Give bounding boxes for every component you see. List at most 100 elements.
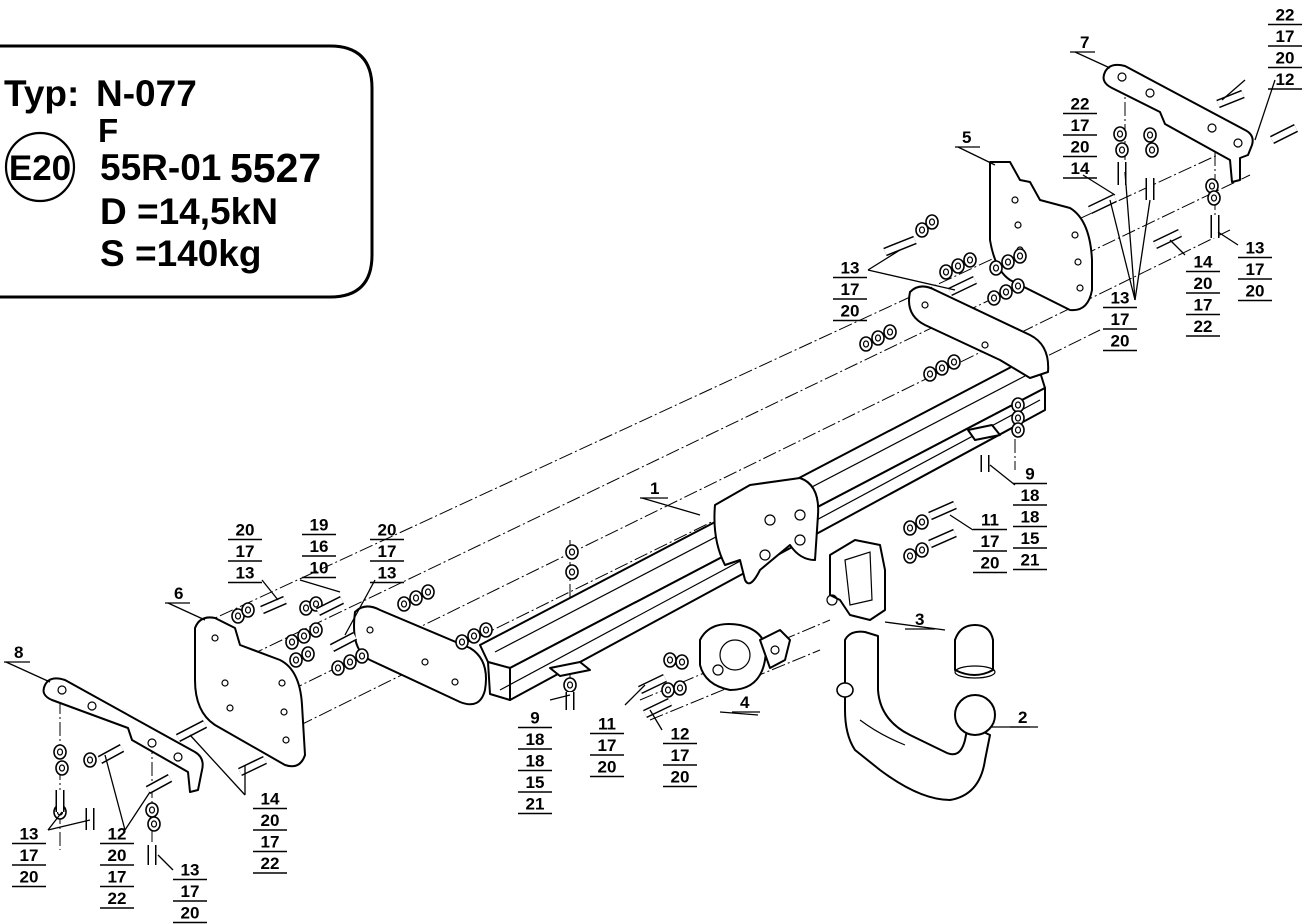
nut-washer-icon (309, 622, 323, 638)
right-bracket (1102, 63, 1254, 183)
callout-value: 20 (378, 521, 397, 540)
nut-washer-icon (297, 628, 311, 644)
approval-number: 55R-01 (100, 147, 221, 188)
callout-value: 22 (261, 854, 280, 873)
nut-washer-icon (1115, 142, 1129, 158)
callout-value: 17 (1194, 296, 1213, 315)
nut-washer-icon (1011, 278, 1025, 294)
callout-value: 14 (1194, 253, 1213, 272)
callout-value: 17 (841, 280, 860, 299)
callout-value: 19 (310, 516, 329, 535)
callout-value: 20 (1246, 282, 1265, 301)
callout-value: 22 (1194, 317, 1213, 336)
nut-washer-icon (673, 680, 687, 696)
nut-washer-icon (1145, 142, 1159, 158)
nut-washer-icon (421, 584, 435, 600)
nut-washer-icon (289, 652, 303, 668)
callout-value: 17 (598, 736, 617, 755)
s-value: S =140kg (100, 233, 261, 274)
nut-washer-icon (1207, 190, 1221, 206)
callout-value: 13 (841, 259, 860, 278)
callout-value: 13 (378, 564, 397, 583)
nut-washer-icon (301, 646, 315, 662)
callout-value: 17 (1071, 116, 1090, 135)
nut-washer-icon (565, 544, 579, 560)
nut-washer-icon (467, 628, 481, 644)
part-label-3: 3 (915, 610, 924, 629)
nut-washer-icon (409, 590, 423, 606)
callout-value: 20 (236, 521, 255, 540)
callout-value: 18 (526, 752, 545, 771)
callout-value: 21 (1021, 551, 1040, 570)
type-value: N-077 (96, 73, 197, 114)
callout-value: 17 (981, 532, 1000, 551)
part-labels: 7 5 1 6 8 3 4 2 (4, 33, 1095, 728)
tow-ball-neck (836, 624, 996, 801)
callout-value: 9 (1025, 465, 1034, 484)
callout-value: 20 (20, 868, 39, 887)
callout-value: 20 (1194, 274, 1213, 293)
callout-value: 17 (108, 868, 127, 887)
nut-washer-icon (963, 252, 977, 268)
part-label-7: 7 (1080, 33, 1089, 52)
callout-value: 13 (181, 861, 200, 880)
callout-value: 20 (181, 904, 200, 923)
nut-washer-icon (987, 290, 1001, 306)
nut-washer-icon (479, 622, 493, 638)
nut-washer-icon (355, 648, 369, 664)
left-side-plate (194, 616, 306, 768)
callout-value: 22 (1276, 6, 1295, 25)
nut-washer-icon (563, 677, 577, 693)
callout-value: 20 (108, 846, 127, 865)
nut-washer-icon (455, 634, 469, 650)
nut-washer-icon (663, 652, 677, 668)
left-bracket (42, 677, 204, 793)
callout-value: 15 (526, 773, 545, 792)
callout-value: 17 (671, 746, 690, 765)
callout-value: 20 (1071, 138, 1090, 157)
nut-washer-icon (285, 634, 299, 650)
socket-plate (699, 623, 791, 691)
callout-value: 17 (1111, 310, 1130, 329)
nut-washer-icon (915, 222, 929, 238)
callout-value: 18 (526, 730, 545, 749)
part-label-5: 5 (962, 128, 971, 147)
nut-washer-icon (1143, 127, 1157, 143)
callout-value: 14 (1071, 159, 1090, 178)
nut-washer-icon (903, 548, 917, 564)
callout-value: 22 (1071, 95, 1090, 114)
part-label-1: 1 (650, 479, 659, 498)
callout-value: 13 (20, 825, 39, 844)
callout-value: 18 (1021, 486, 1040, 505)
leader-lines (5, 51, 1276, 871)
callout-value: 11 (598, 715, 616, 734)
nut-washer-icon (53, 744, 67, 760)
nut-washer-icon (989, 260, 1003, 276)
callout-value: 9 (530, 709, 539, 728)
nut-washer-icon (1113, 126, 1127, 142)
part-label-4: 4 (740, 693, 750, 712)
callout-value: 20 (1111, 332, 1130, 351)
callout-value: 16 (310, 537, 329, 556)
nut-washer-icon (147, 816, 161, 832)
nut-washer-icon (915, 542, 929, 558)
socket-holder (826, 539, 886, 621)
part-label-2: 2 (1018, 708, 1027, 727)
callout-value: 22 (108, 889, 127, 908)
callout-value: 13 (236, 564, 255, 583)
nut-washer-icon (343, 654, 357, 670)
callout-value: 18 (1021, 508, 1040, 527)
callout-value: 20 (671, 768, 690, 787)
